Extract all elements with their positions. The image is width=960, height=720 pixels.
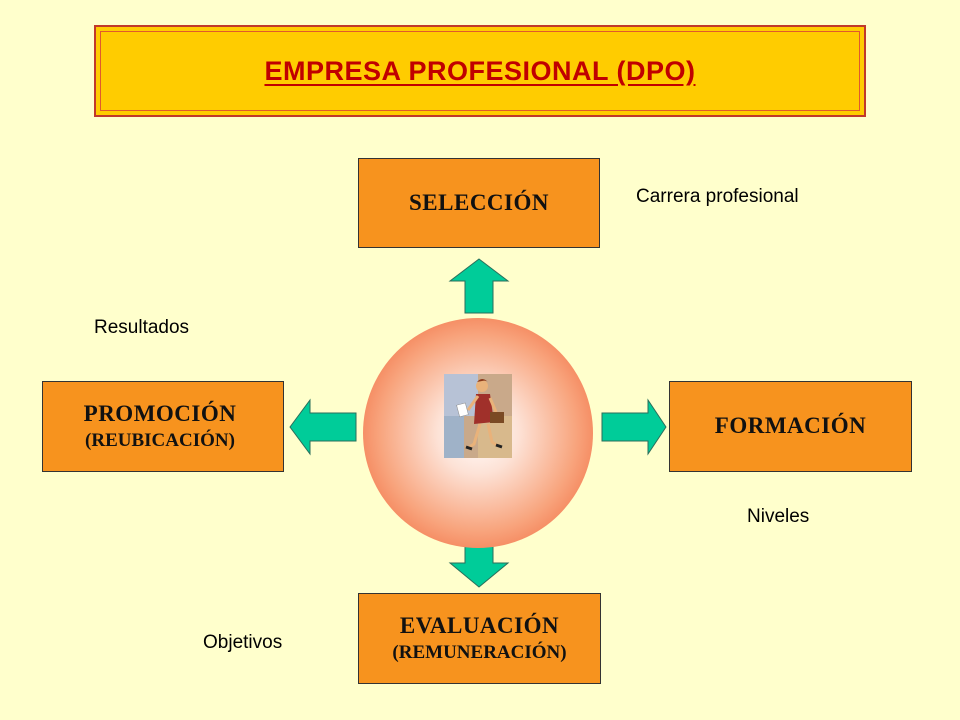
business-woman-icon [444, 374, 512, 458]
arrow-right-icon [601, 398, 667, 456]
node-evaluacion-label: EVALUACIÓN [399, 613, 560, 639]
label-niveles: Niveles [747, 506, 810, 527]
node-promocion: PROMOCIÓN (REUBICACIÓN) [42, 381, 284, 472]
title-banner: EMPRESA PROFESIONAL (DPO) [94, 25, 866, 117]
arrow-up-icon [448, 258, 510, 314]
arrow-left-icon [289, 398, 357, 456]
node-promocion-sublabel: (REUBICACIÓN) [85, 430, 235, 451]
node-seleccion-label: SELECCIÓN [409, 189, 549, 215]
node-formacion: FORMACIÓN [669, 381, 912, 472]
node-evaluacion: EVALUACIÓN (REMUNERACIÓN) [358, 593, 601, 684]
node-seleccion: SELECCIÓN [358, 158, 600, 248]
node-promocion-label: PROMOCIÓN [83, 401, 237, 427]
node-formacion-label: FORMACIÓN [714, 413, 867, 439]
label-carrera-profesional: Carrera profesional [636, 186, 799, 207]
diagram-title: EMPRESA PROFESIONAL (DPO) [264, 55, 696, 86]
label-objetivos: Objetivos [203, 632, 283, 653]
node-evaluacion-sublabel: (REMUNERACIÓN) [392, 642, 567, 663]
label-resultados: Resultados [94, 317, 190, 338]
